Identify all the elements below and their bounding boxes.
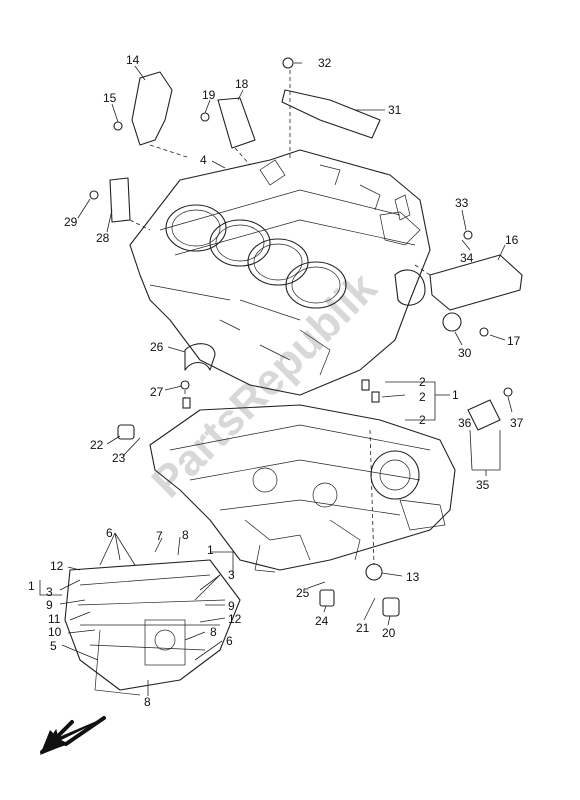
inset-callout-8: 8	[182, 528, 189, 542]
part-31-cover-plate	[281, 89, 381, 139]
callout-28: 28	[96, 231, 110, 245]
watermark: PartsRepublik	[142, 263, 386, 507]
callout-33: 33	[455, 196, 469, 210]
callout-2: 2	[419, 413, 426, 427]
inset-lower-case-view	[64, 559, 241, 696]
part-2-dowel	[371, 391, 380, 403]
inset-callout-6: 6	[106, 526, 113, 540]
inset-callout-9: 9	[228, 599, 235, 613]
callout-4: 4	[200, 153, 207, 167]
callout-18: 18	[235, 77, 249, 91]
part-20-oil-filter	[382, 597, 400, 617]
part-26-bearing-shell	[184, 343, 216, 371]
part-29-bolt	[89, 190, 99, 200]
part-22-plug	[117, 424, 135, 440]
inset-callout-1: 1	[207, 543, 214, 557]
inset-callout-11: 11	[48, 612, 61, 626]
part-18-plate	[217, 97, 256, 149]
callout-32: 32	[318, 56, 332, 70]
part-19-bolt	[200, 112, 210, 122]
part-28-gasket	[109, 177, 131, 223]
callout-15: 15	[103, 91, 117, 105]
part-24-sleeve	[319, 589, 335, 607]
callout-36: 36	[458, 416, 472, 430]
inset-callout-1: 1	[28, 579, 35, 593]
part-33-bolt	[463, 230, 473, 240]
inset-callout-7: 7	[156, 529, 163, 543]
callout-19: 19	[202, 88, 216, 102]
callout-30: 30	[458, 346, 472, 360]
part-30-gear	[442, 312, 462, 332]
callout-20: 20	[382, 626, 396, 640]
front-direction-arrow-icon	[40, 716, 106, 755]
inset-callout-10: 10	[48, 625, 62, 639]
callout-24: 24	[315, 614, 329, 628]
part-27-bolt	[180, 380, 190, 390]
callout-16: 16	[505, 233, 519, 247]
callout-2: 2	[419, 390, 426, 404]
callout-35: 35	[476, 478, 490, 492]
callout-27: 27	[150, 385, 164, 399]
upper-crankcase	[129, 149, 431, 396]
callout-17: 17	[507, 334, 521, 348]
callout-29: 29	[64, 215, 78, 229]
callout-22: 22	[90, 438, 104, 452]
part-15-bolt	[113, 121, 123, 131]
callout-34: 34	[460, 251, 474, 265]
callout-2: 2	[419, 375, 426, 389]
part-13-plug	[365, 563, 383, 581]
inset-callout-3: 3	[46, 585, 53, 599]
part-32-bolt	[282, 57, 294, 69]
inset-callout-9: 9	[46, 598, 53, 612]
callout-26: 26	[150, 340, 164, 354]
part-37-bolt	[503, 387, 513, 397]
inset-callout-8: 8	[210, 625, 217, 639]
callout-37: 37	[510, 416, 524, 430]
part-16-gasket	[429, 254, 523, 311]
callout-13: 13	[406, 570, 420, 584]
part-35-switch	[467, 399, 501, 431]
callout-1: 1	[452, 388, 459, 402]
part-2-dowel	[182, 397, 191, 409]
inset-callout-12: 12	[50, 559, 64, 573]
part-2-dowel	[361, 379, 370, 391]
part-17-bolt	[479, 327, 489, 337]
callout-21: 21	[356, 621, 370, 635]
inset-callout-3: 3	[228, 568, 235, 582]
inset-callout-12: 12	[228, 612, 242, 626]
leader-lines	[39, 62, 513, 696]
callout-23: 23	[112, 451, 126, 465]
part-14-crankcase-cover	[131, 71, 173, 146]
inset-callout-8: 8	[144, 695, 151, 709]
callout-25: 25	[296, 586, 310, 600]
callout-14: 14	[126, 53, 140, 67]
inset-callout-6: 6	[226, 634, 233, 648]
callout-31: 31	[388, 103, 402, 117]
inset-callout-5: 5	[50, 639, 57, 653]
callout-labels: 14 15 18 19 32 31 4 29 28 33 34 16 17 30…	[28, 53, 524, 709]
